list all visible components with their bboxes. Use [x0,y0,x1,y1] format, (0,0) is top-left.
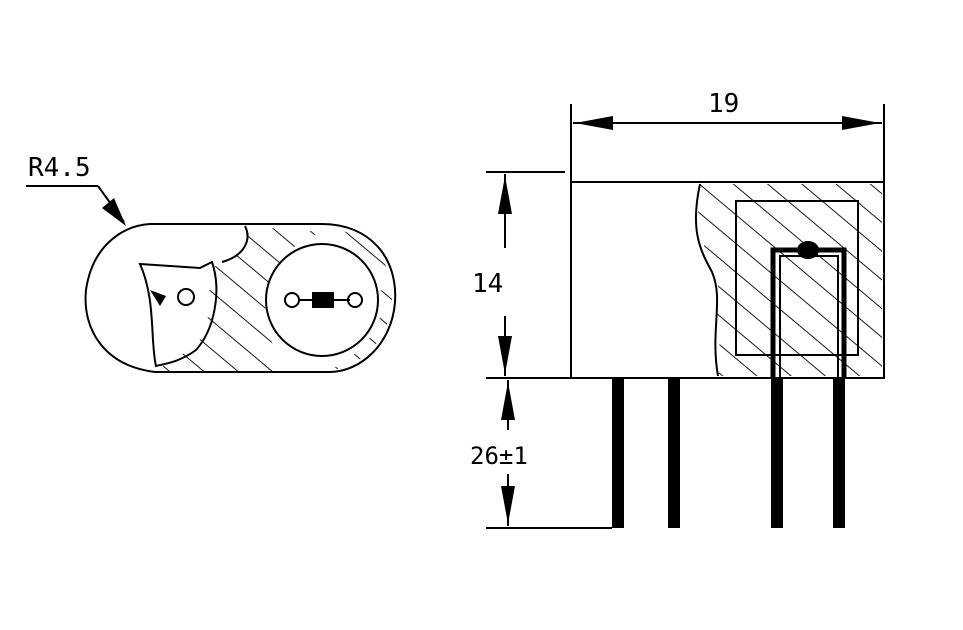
lead-arrow-bottom [501,486,515,524]
lead-3 [771,378,783,528]
lead-2 [668,378,680,528]
left-cavity [138,260,218,368]
left-lead-marker [150,290,166,306]
body-hatched-area [698,184,882,376]
inner-lead-junction [797,241,819,259]
top-view-hatched-area [156,226,322,372]
left-lead-hole [177,288,195,306]
inner-window [735,200,859,356]
height-label: 14 [472,269,503,299]
lead-4 [833,378,845,528]
height-arrow-top [498,176,512,214]
radius-label: R4.5 [28,153,91,183]
lead-1 [612,378,624,528]
height-arrow-bottom [498,336,512,374]
lead-length-label: 26±1 [470,442,528,470]
body-break-edge [694,183,719,377]
left-arc [84,223,156,373]
lead-arrow-top [501,382,515,420]
right-lead-hole-right [347,292,363,308]
width-label: 19 [708,89,739,119]
right-lead-hole-left [284,292,300,308]
component-body [570,181,885,379]
front-view: 19 14 26±1 [470,89,885,529]
right-arc [321,223,397,373]
radius-arrowhead [102,198,126,226]
width-arrow-right [842,116,880,130]
right-hatch-edge [322,228,393,370]
break-line [221,225,249,263]
top-view: R4.5 [26,153,397,373]
width-arrow-left [575,116,613,130]
right-cavity [265,243,379,357]
